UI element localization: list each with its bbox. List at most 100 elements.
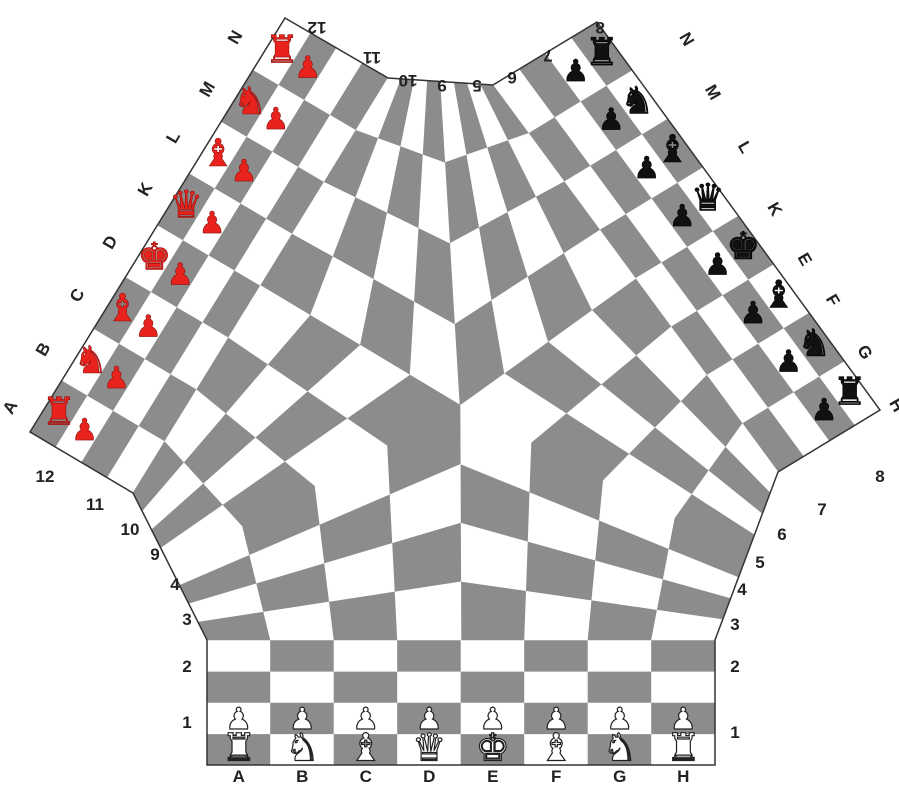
- black-knight-piece[interactable]: ♞: [620, 79, 654, 123]
- black-king-piece[interactable]: ♚: [726, 224, 760, 268]
- black-file-label-g: G: [853, 342, 876, 363]
- board-squares: [30, 18, 880, 765]
- file-label-e: E: [487, 767, 498, 786]
- black-file-label-n: N: [675, 29, 698, 49]
- black-pawn-piece[interactable]: ♟: [704, 248, 731, 283]
- rank-label-top-9: 9: [437, 76, 446, 95]
- white-pawn-piece[interactable]: ♟: [670, 702, 697, 737]
- rank-label-right-3: 3: [730, 615, 739, 634]
- rank-label-right-1: 1: [730, 723, 739, 742]
- black-pawn-piece[interactable]: ♟: [562, 54, 589, 89]
- file-label-g: G: [613, 767, 626, 786]
- white-pawn-piece[interactable]: ♟: [416, 702, 443, 737]
- black-pawn-piece[interactable]: ♟: [740, 296, 767, 331]
- file-label-h: H: [677, 767, 689, 786]
- board-square[interactable]: [525, 671, 589, 702]
- rank-label-left-1: 1: [182, 713, 191, 732]
- red-file-label-a: A: [0, 397, 22, 417]
- red-file-label-b: B: [32, 339, 55, 359]
- file-label-d: D: [423, 767, 435, 786]
- rank-label-top-12: 12: [308, 18, 327, 37]
- rank-label-top-10: 10: [399, 71, 418, 90]
- red-pawn-piece[interactable]: ♟: [71, 413, 98, 448]
- red-pawn-piece[interactable]: ♟: [294, 50, 321, 85]
- board-square[interactable]: [461, 581, 527, 640]
- rank-label-right-5: 5: [755, 553, 764, 572]
- red-pawn-piece[interactable]: ♟: [230, 154, 257, 189]
- white-pawn-piece[interactable]: ♟: [606, 702, 633, 737]
- board-square[interactable]: [588, 640, 652, 671]
- black-file-label-k: K: [763, 199, 786, 220]
- rank-label-left-12: 12: [36, 467, 55, 486]
- board-square[interactable]: [588, 671, 652, 702]
- board-square[interactable]: [525, 640, 589, 671]
- rank-label-right-8: 8: [875, 467, 884, 486]
- board-square[interactable]: [207, 640, 271, 671]
- white-pawn-piece[interactable]: ♟: [352, 702, 379, 737]
- rank-label-left-3: 3: [182, 610, 191, 629]
- rank-label-top-6: 6: [507, 68, 516, 87]
- black-file-label-f: F: [822, 291, 844, 309]
- board-square[interactable]: [652, 671, 716, 702]
- black-file-label-m: M: [701, 81, 725, 103]
- red-pawn-piece[interactable]: ♟: [199, 206, 226, 241]
- rank-label-left-10: 10: [121, 520, 140, 539]
- red-pawn-piece[interactable]: ♟: [167, 258, 194, 293]
- board-square[interactable]: [652, 640, 716, 671]
- board-square[interactable]: [334, 671, 398, 702]
- black-file-label-e: E: [794, 250, 816, 269]
- rank-label-top-8: 8: [595, 18, 604, 37]
- white-pawn-piece[interactable]: ♟: [225, 702, 252, 737]
- file-label-a: A: [233, 767, 245, 786]
- rank-label-top-5: 5: [472, 76, 481, 95]
- red-file-label-l: L: [162, 128, 184, 146]
- white-pawn-piece[interactable]: ♟: [543, 702, 570, 737]
- board-square[interactable]: [461, 640, 525, 671]
- black-rook-piece[interactable]: ♜: [833, 370, 867, 414]
- file-label-f: F: [551, 767, 561, 786]
- board-square[interactable]: [207, 671, 271, 702]
- board-square[interactable]: [395, 581, 461, 640]
- file-label-b: B: [296, 767, 308, 786]
- white-pawn-piece[interactable]: ♟: [289, 702, 316, 737]
- black-pawn-piece[interactable]: ♟: [598, 102, 625, 137]
- rank-label-top-7: 7: [543, 46, 552, 65]
- red-file-label-k: K: [134, 179, 157, 200]
- black-queen-piece[interactable]: ♛: [691, 176, 725, 220]
- board-square[interactable]: [461, 671, 525, 702]
- rank-label-right-6: 6: [777, 525, 786, 544]
- rank-label-right-2: 2: [730, 657, 739, 676]
- rank-label-right-7: 7: [817, 500, 826, 519]
- rank-label-left-2: 2: [182, 657, 191, 676]
- black-bishop-piece[interactable]: ♝: [655, 127, 689, 171]
- red-file-label-d: D: [99, 232, 122, 252]
- board-square[interactable]: [398, 640, 462, 671]
- black-pawn-piece[interactable]: ♟: [811, 393, 838, 428]
- rank-label-left-11: 11: [86, 495, 104, 514]
- red-file-label-m: M: [195, 78, 219, 100]
- rank-label-left-4: 4: [170, 575, 180, 594]
- rank-label-left-9: 9: [150, 545, 159, 564]
- board-square[interactable]: [271, 640, 335, 671]
- black-pawn-piece[interactable]: ♟: [775, 345, 802, 380]
- red-pawn-piece[interactable]: ♟: [135, 309, 162, 344]
- white-pawn-piece[interactable]: ♟: [479, 702, 506, 737]
- black-knight-piece[interactable]: ♞: [797, 321, 831, 365]
- board-square[interactable]: [271, 671, 335, 702]
- board-square[interactable]: [398, 671, 462, 702]
- red-pawn-piece[interactable]: ♟: [103, 361, 130, 396]
- black-file-label-l: L: [734, 138, 756, 156]
- black-bishop-piece[interactable]: ♝: [762, 273, 796, 317]
- rank-label-top-11: 11: [363, 48, 381, 67]
- black-pawn-piece[interactable]: ♟: [633, 151, 660, 186]
- file-label-c: C: [360, 767, 372, 786]
- black-pawn-piece[interactable]: ♟: [669, 199, 696, 234]
- board-square[interactable]: [334, 640, 398, 671]
- black-file-label-h: H: [885, 395, 899, 415]
- rank-label-right-4: 4: [737, 580, 747, 599]
- red-pawn-piece[interactable]: ♟: [262, 102, 289, 137]
- red-file-label-n: N: [224, 27, 247, 47]
- red-file-label-c: C: [66, 285, 89, 305]
